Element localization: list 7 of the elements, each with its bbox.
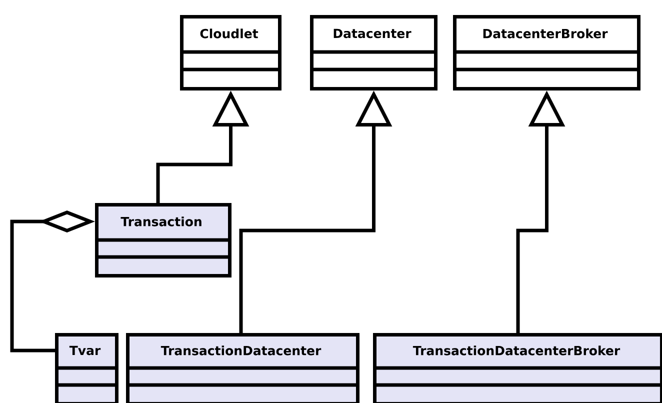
class-box: DatacenterBroker bbox=[453, 14, 640, 90]
class-box: Cloudlet bbox=[180, 14, 282, 90]
class-box: TransactionDatacenterBroker bbox=[373, 332, 662, 403]
class-box: Transaction bbox=[95, 202, 232, 278]
class-box: TransactionDatacenter bbox=[126, 332, 360, 403]
class-box: Datacenter bbox=[310, 14, 438, 90]
class-box: Tvar bbox=[55, 332, 118, 403]
